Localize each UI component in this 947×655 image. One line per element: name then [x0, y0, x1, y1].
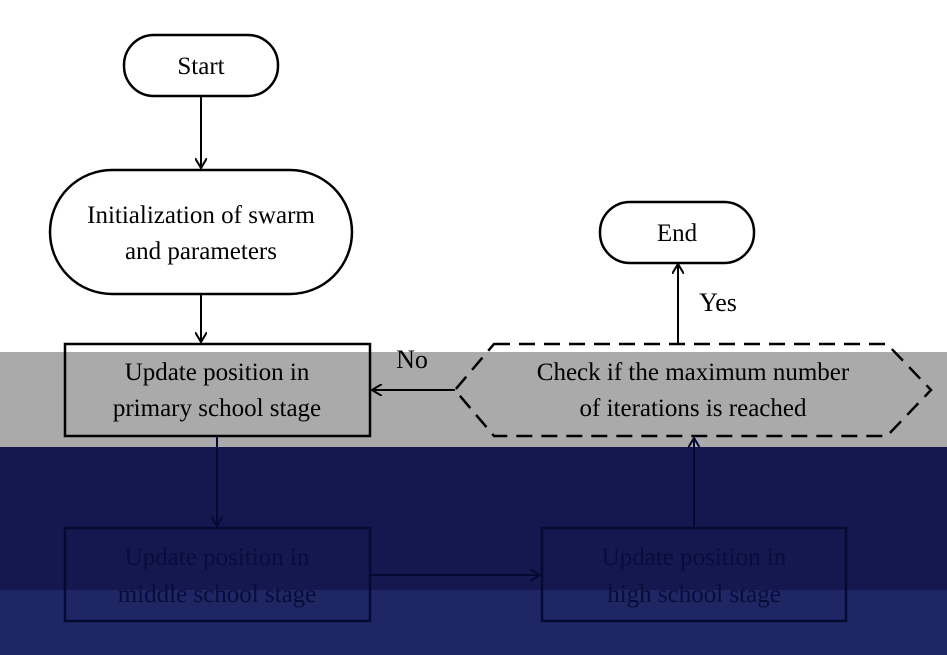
start-node: Start: [122, 33, 280, 98]
high-label-line1: Update position in: [602, 544, 787, 571]
start-label: Start: [177, 53, 224, 80]
init-label-line2: and parameters: [125, 238, 277, 265]
init-node: Initialization of swarm and parameters: [48, 168, 354, 296]
end-node: End: [598, 200, 756, 265]
init-label-line1: Initialization of swarm: [87, 202, 315, 229]
middle-label-line2: middle school stage: [118, 581, 317, 608]
check-label-line1: Check if the maximum number: [537, 359, 850, 386]
primary-node: Update position in primary school stage: [63, 342, 372, 438]
middle-node: Update position in middle school stage: [63, 526, 372, 623]
yes-label: Yes: [699, 288, 737, 317]
check-label-line2: of iterations is reached: [580, 395, 807, 422]
high-node: Update position in high school stage: [540, 526, 848, 623]
check-node: Check if the maximum number of iteration…: [453, 342, 933, 438]
primary-label-line2: primary school stage: [113, 395, 321, 422]
primary-label-line1: Update position in: [125, 359, 310, 386]
high-label-line2: high school stage: [607, 581, 781, 608]
no-label: No: [396, 345, 428, 374]
end-label: End: [657, 220, 698, 247]
navy-overlay-band-lower: [0, 590, 947, 655]
middle-label-line1: Update position in: [125, 544, 310, 571]
